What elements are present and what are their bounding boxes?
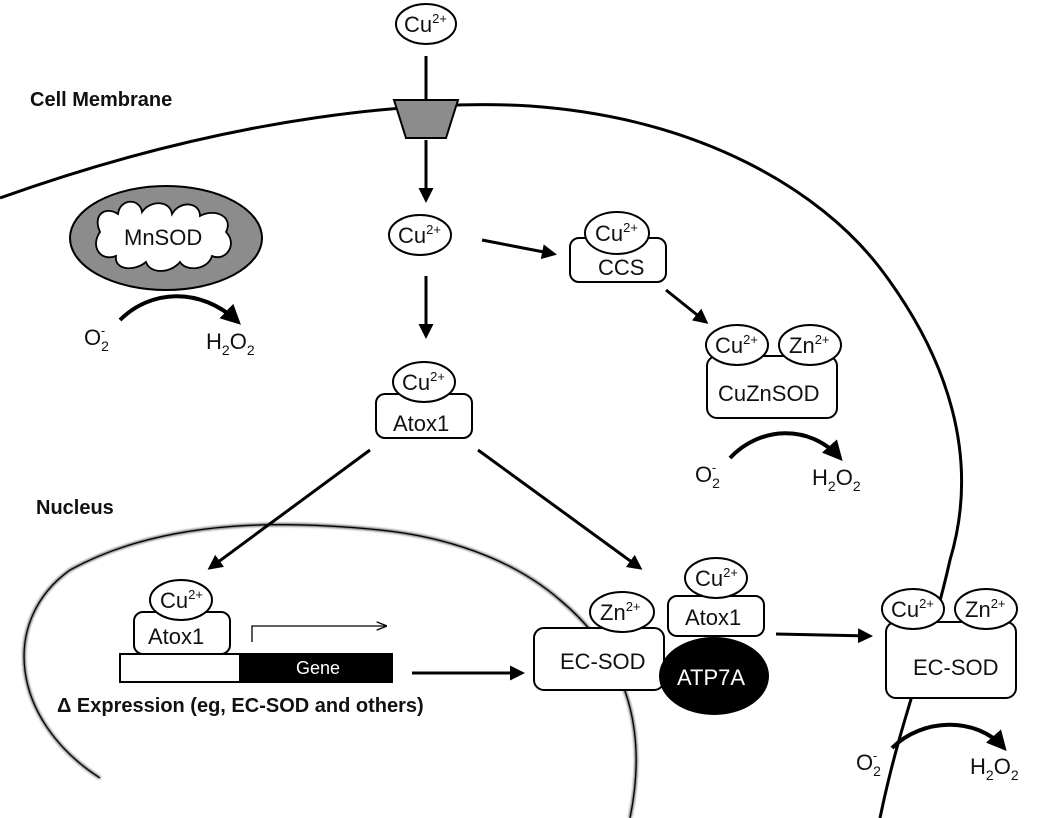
svg-text:H2O2: H2O2	[206, 329, 255, 358]
svg-text:O2-: O2-	[84, 323, 109, 354]
mitochondrion-mnsod: MnSOD	[69, 185, 263, 291]
svg-text:Cu2+: Cu2+	[398, 222, 441, 248]
atp7a-label: ATP7A	[677, 665, 745, 690]
atox1-complex-label: Atox1	[685, 605, 741, 630]
nucleus-label: Nucleus	[36, 497, 114, 519]
arrow-atox1-to-atp7a	[477, 448, 643, 570]
expression-label: Δ Expression (eg, EC-SOD and others)	[57, 695, 424, 717]
svg-text:H2O2: H2O2	[812, 465, 861, 494]
gene-block	[239, 653, 393, 683]
arrow-to-extracellular-ecsod	[775, 628, 873, 644]
svg-text:Cu2+: Cu2+	[715, 332, 758, 358]
svg-text:Zn2+: Zn2+	[789, 332, 830, 358]
gene-label: Gene	[296, 658, 340, 678]
mnsod-reaction: O2- H2O2	[84, 294, 255, 358]
copper-ion-cytosolic: Cu2+	[388, 214, 452, 256]
gene-promoter: Gene	[119, 653, 393, 683]
atox1-nuclear: Cu2+ Atox1	[133, 579, 231, 655]
ecsod-reaction: O2- H2O2	[856, 722, 1019, 783]
ecsod-extracellular-label: EC-SOD	[913, 655, 999, 680]
atox1-nuclear-label: Atox1	[148, 624, 204, 649]
ecsod-label: EC-SOD	[560, 649, 646, 674]
cuznsod-reaction: O2- H2O2	[695, 431, 861, 494]
svg-text:Cu2+: Cu2+	[402, 369, 445, 395]
svg-text:Cu2+: Cu2+	[695, 565, 738, 591]
arrow-to-ccs	[481, 238, 557, 260]
svg-text:O2-: O2-	[856, 748, 881, 779]
atox1-label: Atox1	[393, 411, 449, 436]
ccs-complex: Cu2+ CCS	[569, 211, 667, 283]
arrow-ccs-to-cuznsod	[665, 288, 709, 324]
svg-text:Zn2+: Zn2+	[600, 599, 641, 625]
svg-text:Cu2+: Cu2+	[891, 596, 934, 622]
ecsod-extracellular: Cu2+ Zn2+ EC-SOD	[881, 588, 1018, 699]
svg-text:Cu2+: Cu2+	[595, 220, 638, 246]
svg-text:Cu2+: Cu2+	[160, 587, 203, 613]
cuznsod-label: CuZnSOD	[718, 381, 819, 406]
copper-transporter	[392, 99, 460, 139]
atp7a-transporter	[659, 637, 769, 715]
arrow-atox1-to-nucleus	[207, 448, 371, 570]
copper-ion-extracellular: Cu2+	[395, 3, 457, 45]
cuznsod-complex: Cu2+ Zn2+ CuZnSOD	[705, 324, 842, 419]
ccs-label: CCS	[598, 255, 644, 280]
transcription-arrow	[251, 626, 386, 642]
svg-text:Zn2+: Zn2+	[965, 596, 1006, 622]
svg-text:H2O2: H2O2	[970, 754, 1019, 783]
cell-membrane-label: Cell Membrane	[30, 89, 172, 111]
atox1-cytosolic: Cu2+ Atox1	[375, 361, 473, 439]
svg-text:O2-: O2-	[695, 460, 720, 491]
ecsod-atp7a-complex: Zn2+ EC-SOD Cu2+ Atox1 ATP7A	[533, 557, 769, 715]
svg-text:Cu2+: Cu2+	[404, 11, 447, 37]
mnsod-label: MnSOD	[124, 225, 202, 250]
